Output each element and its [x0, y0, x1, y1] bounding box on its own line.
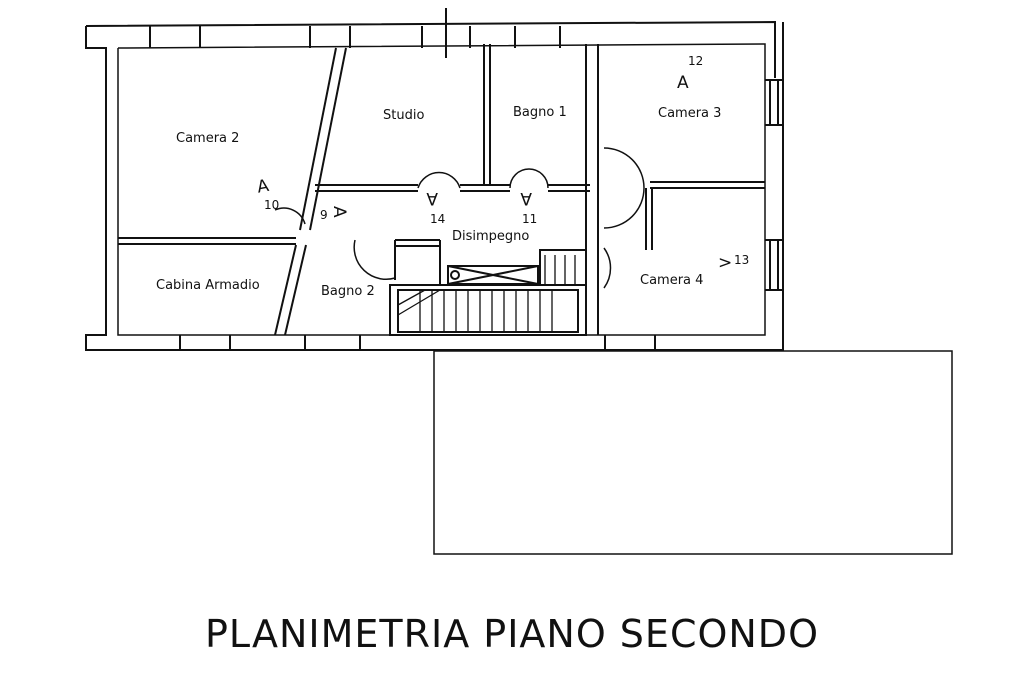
svg-text:>: >	[718, 253, 732, 273]
svg-text:A: A	[329, 206, 349, 218]
lower-roof-outline	[433, 350, 953, 555]
svg-text:12: 12	[688, 54, 703, 68]
room-label-camera-2: Camera 2	[176, 131, 239, 146]
room-label-camera-4: Camera 4	[640, 273, 703, 288]
staircase	[397, 255, 576, 332]
svg-text:A: A	[677, 73, 689, 93]
svg-text:11: 11	[522, 212, 537, 226]
outer-walls	[85, 8, 784, 351]
view-marker-11: A 11	[520, 188, 537, 226]
view-marker-9: 9 A	[320, 206, 349, 222]
view-marker-12: 12 A	[677, 54, 703, 93]
svg-text:14: 14	[430, 212, 445, 226]
view-marker-10: A 10	[256, 176, 280, 212]
svg-text:10: 10	[264, 198, 279, 212]
room-label-camera-3: Camera 3	[658, 106, 721, 121]
room-label-studio: Studio	[383, 108, 424, 123]
svg-text:9: 9	[320, 208, 328, 222]
interior-walls	[118, 44, 765, 336]
room-label-cabina-armadio: Cabina Armadio	[156, 278, 260, 293]
plan-title: PLANIMETRIA PIANO SECONDO	[205, 612, 819, 656]
room-label-bagno-2: Bagno 2	[321, 284, 375, 299]
svg-text:A: A	[256, 176, 271, 198]
room-label-disimpegno: Disimpegno	[452, 229, 529, 244]
door-swings	[274, 147, 645, 289]
view-marker-13: > 13	[718, 253, 749, 273]
room-label-bagno-1: Bagno 1	[513, 105, 567, 120]
svg-text:A: A	[426, 188, 438, 208]
svg-text:A: A	[520, 188, 532, 208]
svg-text:13: 13	[734, 253, 749, 267]
view-marker-14: A 14	[426, 188, 445, 226]
